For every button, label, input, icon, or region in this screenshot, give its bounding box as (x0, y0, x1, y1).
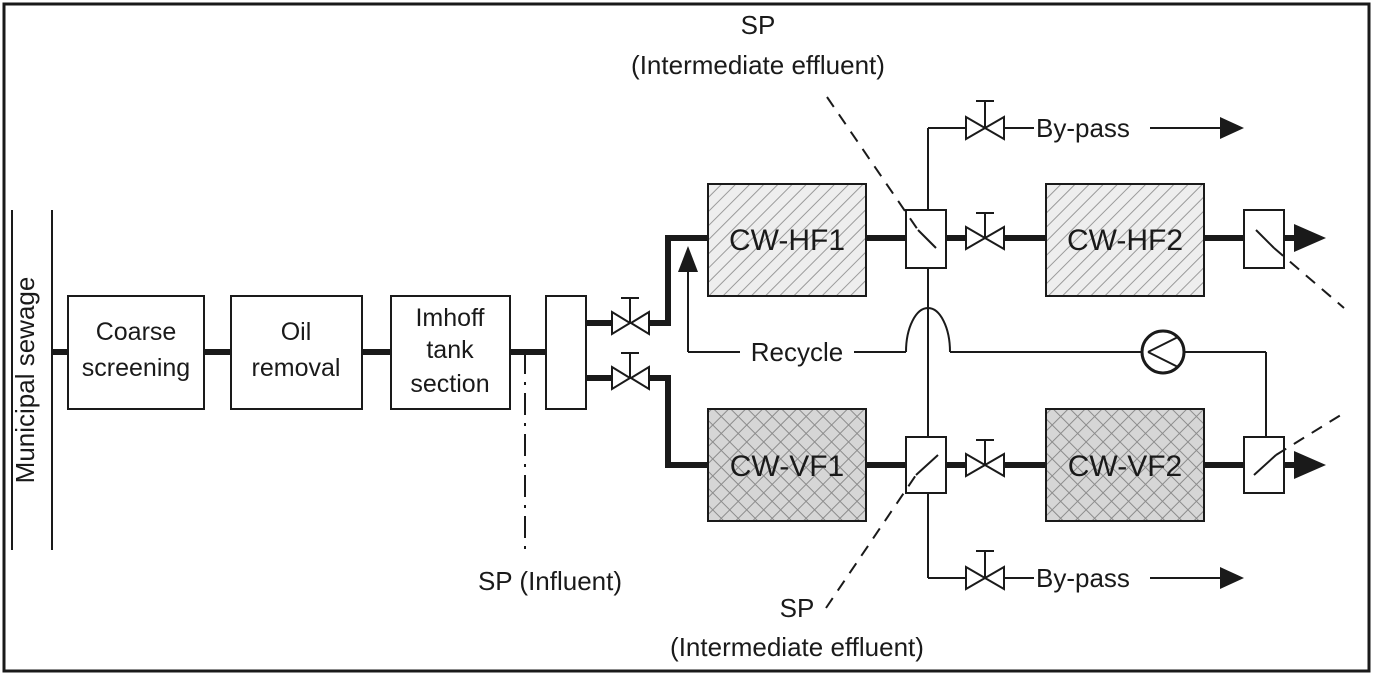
bypass-arrow-top (1220, 117, 1244, 139)
pump-icon (1140, 329, 1186, 375)
svg-text:section: section (410, 370, 489, 398)
svg-text:tank: tank (426, 336, 474, 364)
valve-icon-hf2-inlet (965, 212, 1005, 251)
block-oil-removal: Oil removal (230, 295, 363, 410)
block-coarse-screening: Coarse screening (67, 295, 205, 410)
valve-icon-upper-branch (611, 297, 650, 336)
valve-icon-bypass-top (965, 100, 1005, 141)
sp-top-label-line1: SP (741, 10, 776, 40)
valve-icon-lower-branch (611, 352, 650, 391)
sampling-box-hf2-out (1243, 209, 1285, 269)
recycle-label: Recycle (751, 337, 843, 367)
outlet-arrow-top (1294, 224, 1326, 252)
svg-text:screening: screening (82, 354, 190, 382)
source-label: Municipal sewage (10, 277, 40, 484)
block-imhoff-tank: Imhoff tank section (390, 295, 511, 410)
svg-text:CW-VF1: CW-VF1 (730, 450, 844, 483)
sampling-box-vf1-out (905, 436, 947, 494)
svg-text:CW-HF1: CW-HF1 (729, 224, 845, 257)
bypass-label-bottom: By-pass (1036, 563, 1130, 593)
svg-text:Imhoff: Imhoff (415, 304, 484, 332)
valve-icon-vf2-inlet (965, 439, 1005, 478)
sp-leader-bottom (825, 474, 917, 609)
flow-distributor (545, 295, 587, 410)
main-pipes (52, 235, 1298, 468)
wetland-cw-vf2: CW-VF2 (1045, 408, 1205, 522)
sp-top-label-line2: (Intermediate effluent) (631, 50, 885, 80)
sp-bottom-label-line1: SP (780, 593, 815, 623)
svg-text:CW-VF2: CW-VF2 (1068, 450, 1182, 483)
valve-icon-bypass-bottom (965, 550, 1005, 591)
svg-text:Coarse: Coarse (96, 318, 177, 346)
sampling-box-vf2-out (1243, 436, 1285, 494)
sp-leader-hf2-out (1273, 247, 1345, 309)
sampling-box-hf1-out (905, 209, 947, 269)
source-municipal-sewage: Municipal sewage (10, 210, 53, 550)
recycle-arrow (678, 246, 698, 272)
bypass-arrow-bottom (1220, 567, 1244, 589)
svg-text:Oil: Oil (281, 318, 312, 346)
wetland-cw-vf1: CW-VF1 (707, 408, 867, 522)
sp-influent-label: SP (Influent) (478, 566, 622, 596)
bypass-label-top: By-pass (1036, 113, 1130, 143)
sp-bottom-label-line2: (Intermediate effluent) (670, 632, 924, 662)
outlet-arrow-bottom (1294, 451, 1326, 479)
wetland-cw-hf1: CW-HF1 (707, 183, 867, 297)
sp-leader-vf2-out (1275, 412, 1345, 456)
svg-text:removal: removal (252, 354, 341, 382)
sp-leader-top (826, 96, 919, 231)
thin-pipes (687, 127, 1267, 579)
svg-text:CW-HF2: CW-HF2 (1067, 224, 1183, 257)
wetland-cw-hf2: CW-HF2 (1045, 183, 1205, 297)
